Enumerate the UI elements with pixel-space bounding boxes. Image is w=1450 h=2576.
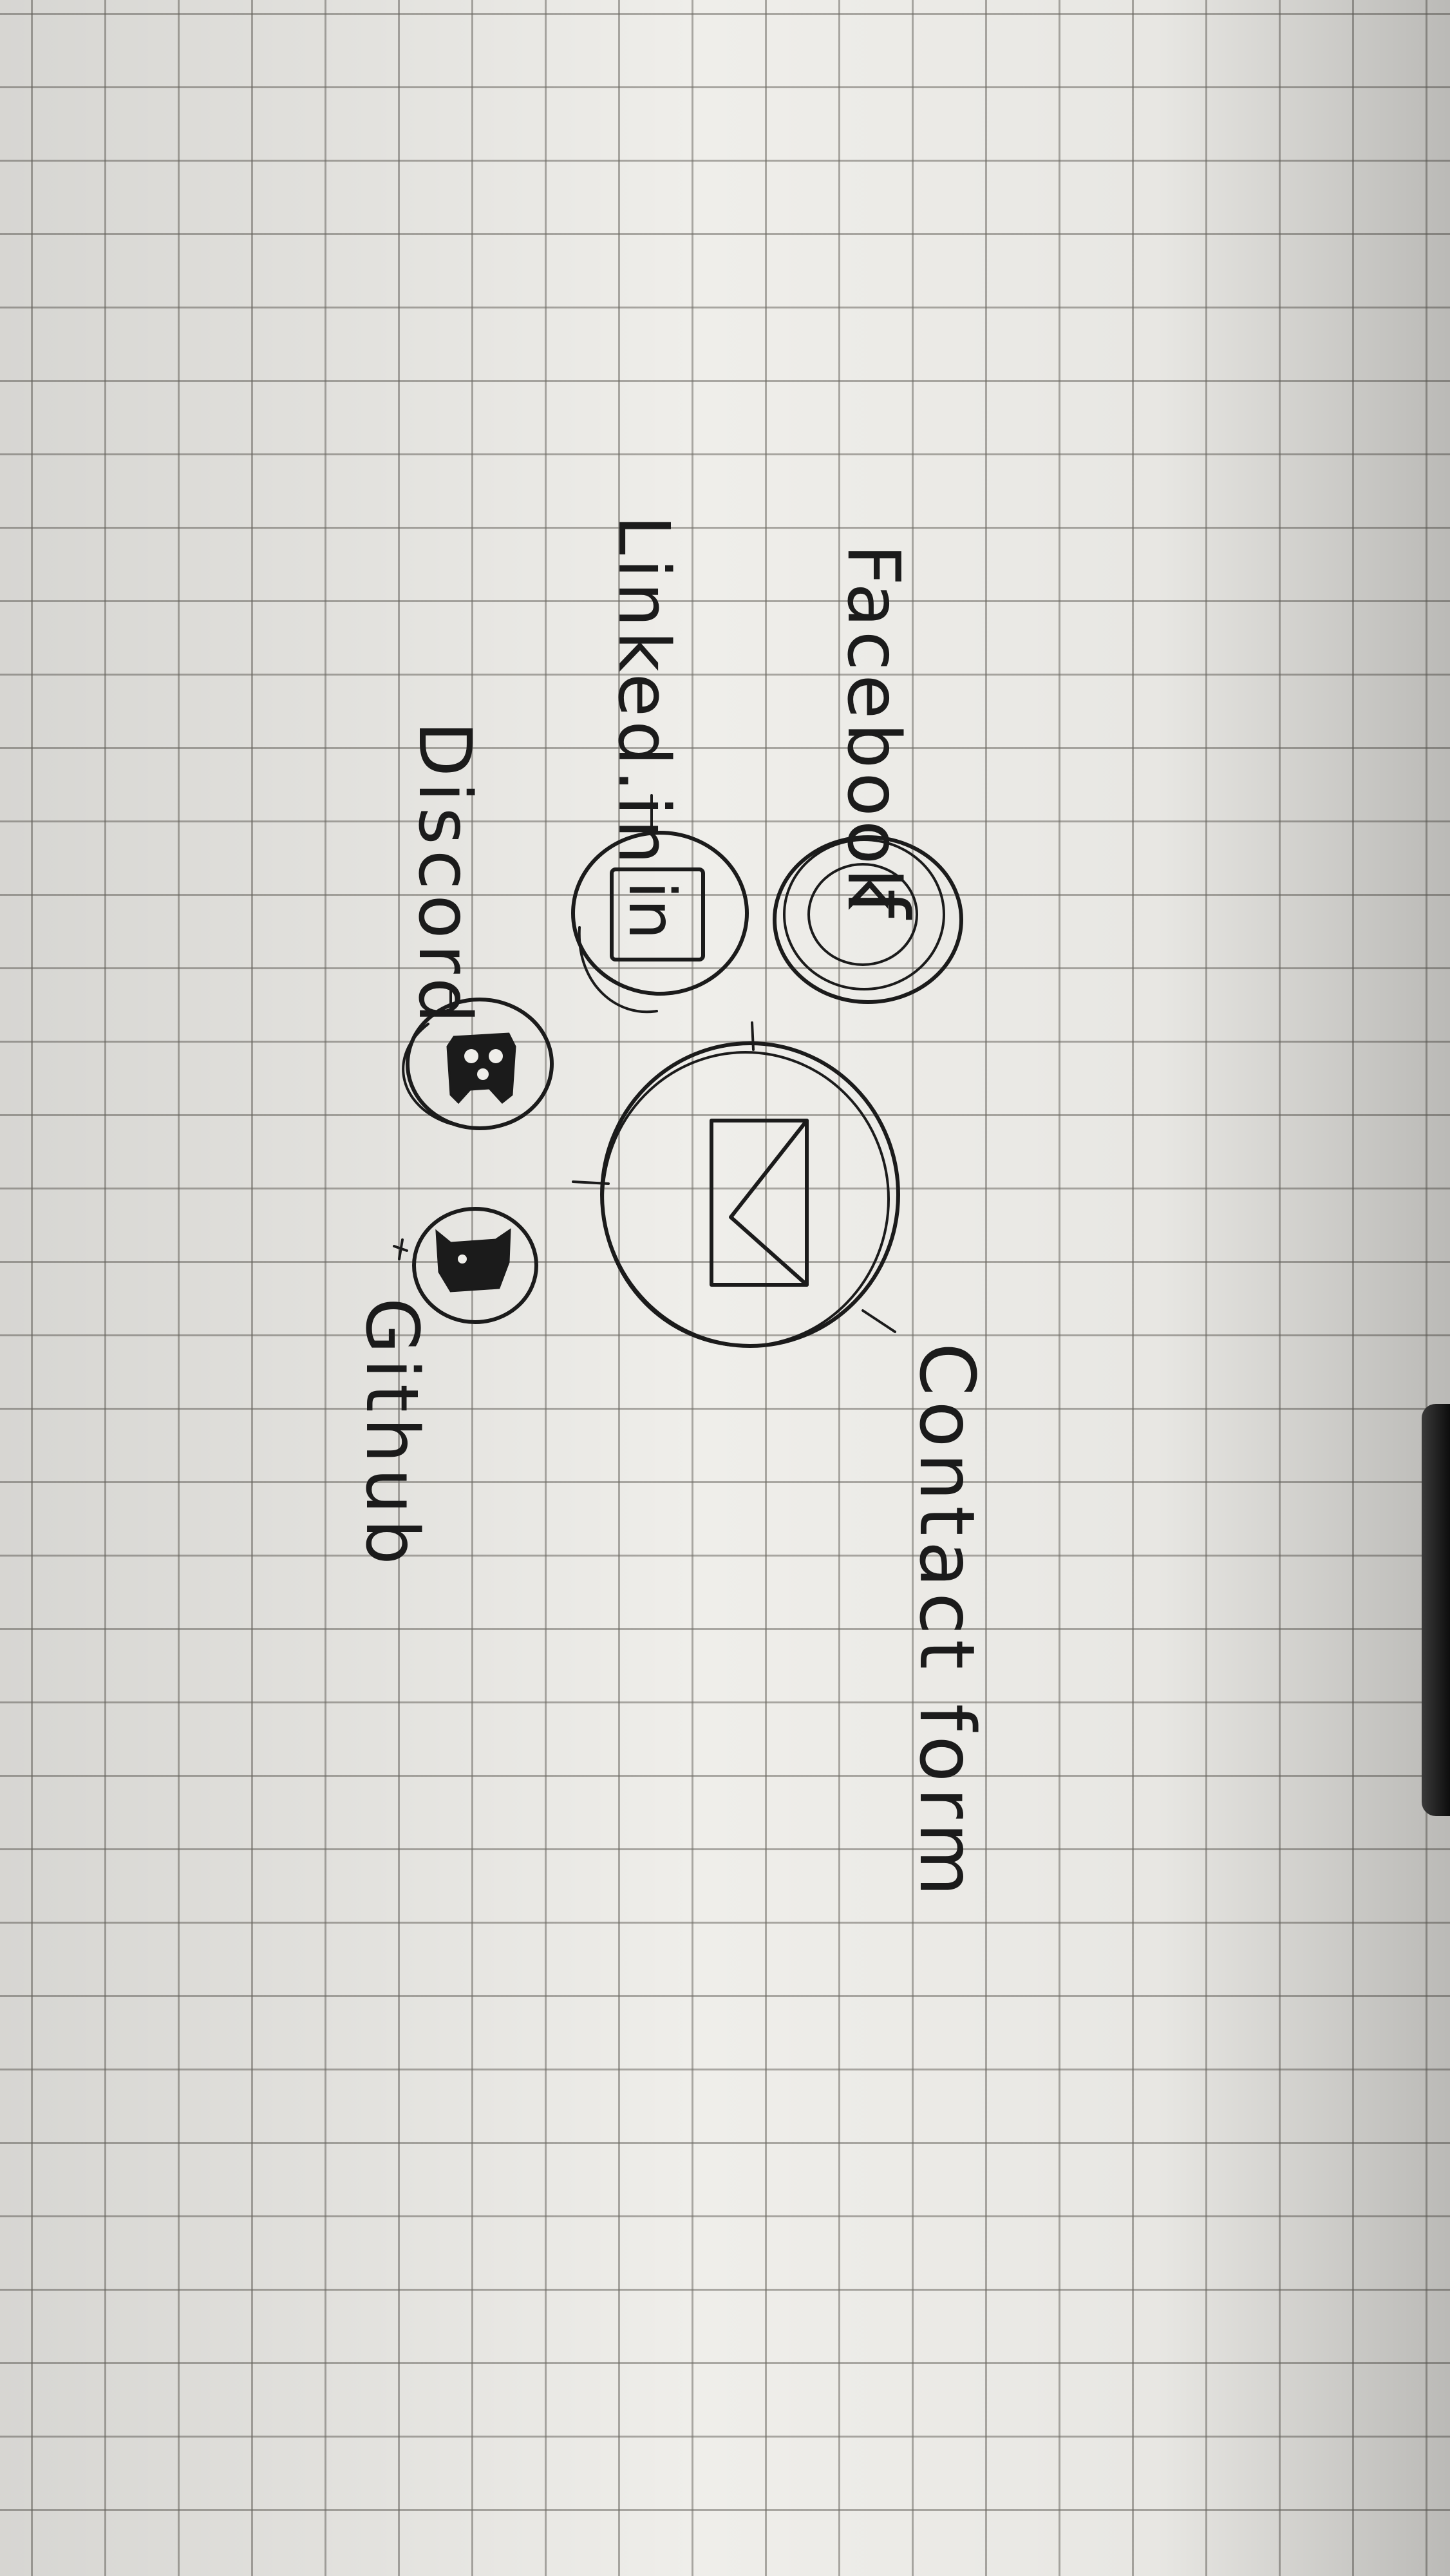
envelope-icon: [710, 1119, 809, 1287]
pen-edge: [1422, 1404, 1450, 1816]
discord-label: Discord: [402, 721, 486, 1028]
facebook-label: Facebook: [831, 544, 915, 914]
linkedin-icon[interactable]: in: [571, 831, 749, 1014]
github-label: Github: [350, 1298, 433, 1570]
contact-form-circle[interactable]: [572, 1021, 900, 1348]
github-icon[interactable]: [393, 1207, 538, 1324]
contact-form-label: Contact form: [903, 1343, 992, 1902]
facebook-icon[interactable]: f: [773, 835, 963, 1004]
linkedin-label: Linked.in: [603, 515, 685, 868]
facebook-glyph: f: [829, 889, 927, 920]
discord-icon[interactable]: [402, 998, 554, 1130]
linkedin-glyph: in: [614, 881, 690, 940]
